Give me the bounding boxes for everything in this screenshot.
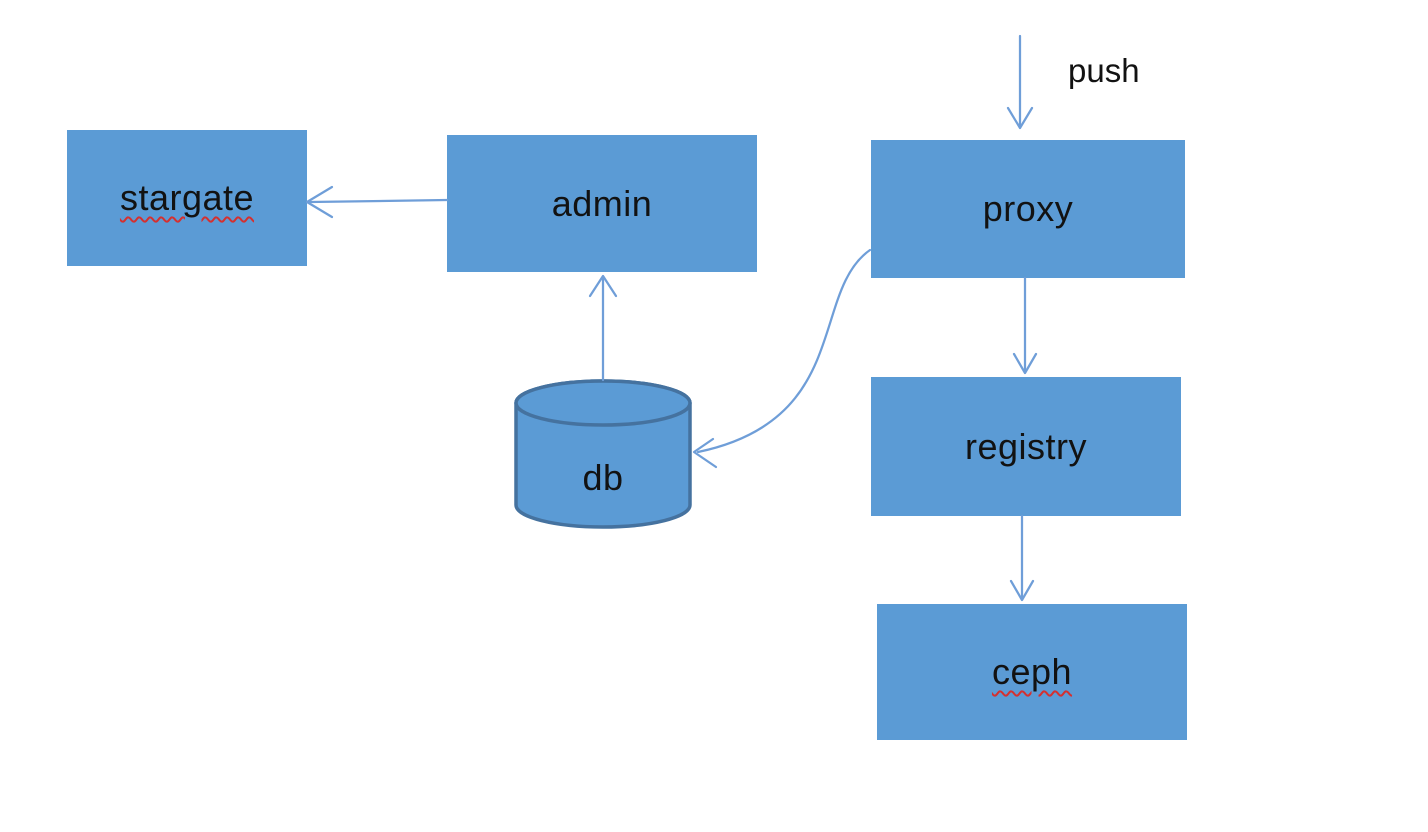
edge-proxy-db-curve: [696, 248, 872, 454]
edge-proxy-to-registry: [1012, 276, 1038, 375]
node-ceph: ceph: [877, 604, 1187, 740]
edge-db-to-admin: [588, 274, 618, 382]
edge-push-arrowhead-icon: [1006, 106, 1034, 130]
node-stargate: stargate: [67, 130, 307, 266]
edge-admin-to-stargate: [305, 185, 449, 219]
edge-registry-to-ceph: [1009, 514, 1035, 602]
db-cylinder-body: [514, 379, 692, 529]
edge-admin-stargate-arrowhead-icon: [305, 185, 334, 219]
node-db-label: db: [582, 457, 624, 498]
push-annotation-label: push: [1068, 52, 1140, 89]
edge-push-into-proxy: [1006, 34, 1034, 130]
node-ceph-label: ceph: [991, 651, 1073, 692]
node-registry: registry: [871, 377, 1181, 516]
edge-proxy-to-db: [692, 248, 872, 469]
db-cylinder-top: [514, 379, 692, 427]
node-stargate-label: stargate: [119, 177, 255, 218]
node-registry-label: registry: [964, 425, 1088, 467]
node-proxy: proxy: [871, 140, 1185, 278]
edge-proxy-registry-arrowhead-icon: [1012, 352, 1038, 375]
edge-db-admin-arrowhead-icon: [588, 274, 618, 298]
node-proxy-label: proxy: [982, 188, 1074, 229]
edge-admin-stargate-line: [308, 198, 449, 204]
db-cylinder-shape: [514, 379, 692, 529]
node-admin: admin: [447, 135, 757, 272]
edge-registry-ceph-arrowhead-icon: [1009, 579, 1035, 602]
edge-proxy-db-arrowhead-icon: [692, 437, 718, 469]
node-admin-label: admin: [551, 182, 653, 224]
